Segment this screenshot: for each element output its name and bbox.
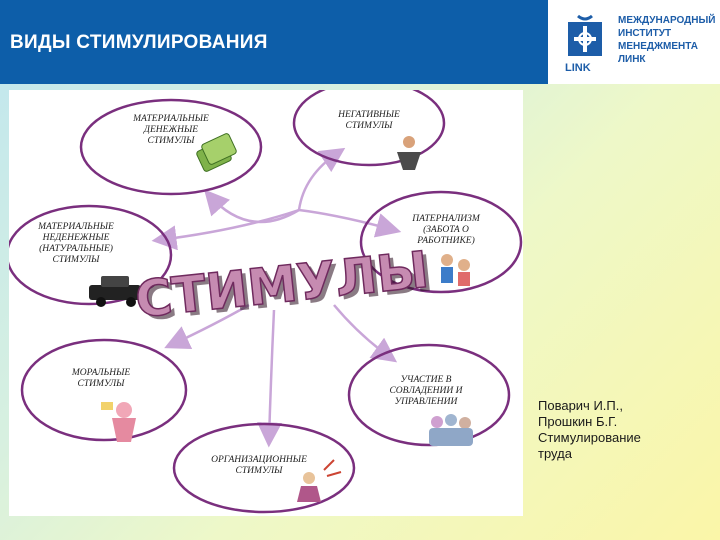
label-participation: УЧАСТИЕ В СОВЛАДЕНИИ И УПРАВЛЕНИИ xyxy=(371,375,481,408)
arrow-to-material-nonmoney xyxy=(151,208,300,251)
node-material-money xyxy=(79,98,263,196)
node-material-nonmoney xyxy=(9,204,173,306)
negative-figure-icon xyxy=(397,136,421,170)
money-icon xyxy=(196,133,237,172)
label-line: ПАТЕРНАЛИЗМ xyxy=(412,214,480,224)
label-line: НЕДЕНЕЖНЫЕ xyxy=(42,233,110,243)
arrow-to-material-money xyxy=(204,189,300,224)
link-logo-icon xyxy=(568,14,602,56)
label-line: УПРАВЛЕНИИ xyxy=(394,397,458,407)
arrow-to-paternalism xyxy=(298,208,402,238)
node-negative xyxy=(292,90,446,167)
award-figure-icon xyxy=(101,402,136,442)
logo-line: МЕЖДУНАРОДНЫЙ xyxy=(618,15,716,26)
arrow-to-negative xyxy=(297,147,346,211)
logo-line: ИНСТИТУТ xyxy=(618,28,672,39)
node-moral xyxy=(20,338,188,442)
author-reference: Поварич И.П., Прошкин Б.Г. Стимулировани… xyxy=(538,398,641,462)
label-organizational: ОРГАНИЗАЦИОННЫЕ СТИМУЛЫ xyxy=(199,455,319,477)
label-line: СТИМУЛЫ xyxy=(345,121,393,131)
car-icon xyxy=(89,276,141,307)
logo-brand: LINK xyxy=(565,62,591,74)
node-participation xyxy=(347,343,511,447)
care-people-icon xyxy=(441,254,470,286)
label-negative: НЕГАТИВНЫЕ СТИМУЛЫ xyxy=(314,110,424,132)
author-line: Стимулирование xyxy=(538,430,641,445)
group-people-icon xyxy=(429,414,473,446)
celebrating-figure-icon xyxy=(297,459,342,502)
label-line: (ЗАБОТА О xyxy=(423,225,469,235)
label-paternalism: ПАТЕРНАЛИЗМ (ЗАБОТА О РАБОТНИКЕ) xyxy=(391,214,501,247)
label-line: МАТЕРИАЛЬНЫЕ xyxy=(133,114,209,124)
label-line: МОРАЛЬНЫЕ xyxy=(71,368,131,378)
label-line: РАБОТНИКЕ) xyxy=(417,236,475,246)
label-line: ОРГАНИЗАЦИОННЫЕ xyxy=(211,455,307,465)
label-material-nonmoney: МАТЕРИАЛЬНЫЕ НЕДЕНЕЖНЫЕ (НАТУРАЛЬНЫЕ) СТ… xyxy=(21,222,131,266)
author-line: труда xyxy=(538,446,572,461)
label-line: МАТЕРИАЛЬНЫЕ xyxy=(38,222,114,232)
author-line: Прошкин Б.Г. xyxy=(538,414,618,429)
title-bar: ВИДЫ СТИМУЛИРОВАНИЯ xyxy=(0,0,548,84)
label-line: СТИМУЛЫ xyxy=(77,379,125,389)
author-line: Поварич И.П., xyxy=(538,398,623,413)
institute-logo: LINK МЕЖДУНАРОДНЫЙ ИНСТИТУТ МЕНЕДЖМЕНТА … xyxy=(548,0,720,84)
label-line: УЧАСТИЕ В xyxy=(400,375,452,385)
label-line: СТИМУЛЫ xyxy=(147,136,195,146)
logo-institute-name: МЕЖДУНАРОДНЫЙ ИНСТИТУТ МЕНЕДЖМЕНТА ЛИНК xyxy=(618,14,715,66)
diagram-canvas: СТИМУЛЫ СТИМУЛЫ xyxy=(9,90,523,514)
label-moral: МОРАЛЬНЫЕ СТИМУЛЫ xyxy=(51,368,151,390)
label-line: СОВЛАДЕНИИ И xyxy=(389,386,463,396)
node-paternalism xyxy=(359,190,523,294)
node-organizational xyxy=(172,422,356,514)
label-line: ДЕНЕЖНЫЕ xyxy=(143,125,199,135)
label-material-money: МАТЕРИАЛЬНЫЕ ДЕНЕЖНЫЕ СТИМУЛЫ xyxy=(111,114,231,147)
arrow-to-organizational xyxy=(257,309,283,448)
label-line: СТИМУЛЫ xyxy=(235,466,283,476)
label-line: СТИМУЛЫ xyxy=(52,255,100,265)
arrow-to-moral xyxy=(164,303,250,349)
stimuli-diagram: СТИМУЛЫ СТИМУЛЫ МАТЕРИАЛЬНЫЕ ДЕНЕЖНЫЕ СТ… xyxy=(9,90,523,516)
label-line: (НАТУРАЛЬНЫЕ) xyxy=(39,244,113,254)
arrow-to-participation xyxy=(333,304,398,363)
logo-line: ЛИНК xyxy=(618,54,646,65)
label-line: НЕГАТИВНЫЕ xyxy=(338,110,400,120)
page-title: ВИДЫ СТИМУЛИРОВАНИЯ xyxy=(10,32,268,53)
logo-line: МЕНЕДЖМЕНТА xyxy=(618,41,698,52)
